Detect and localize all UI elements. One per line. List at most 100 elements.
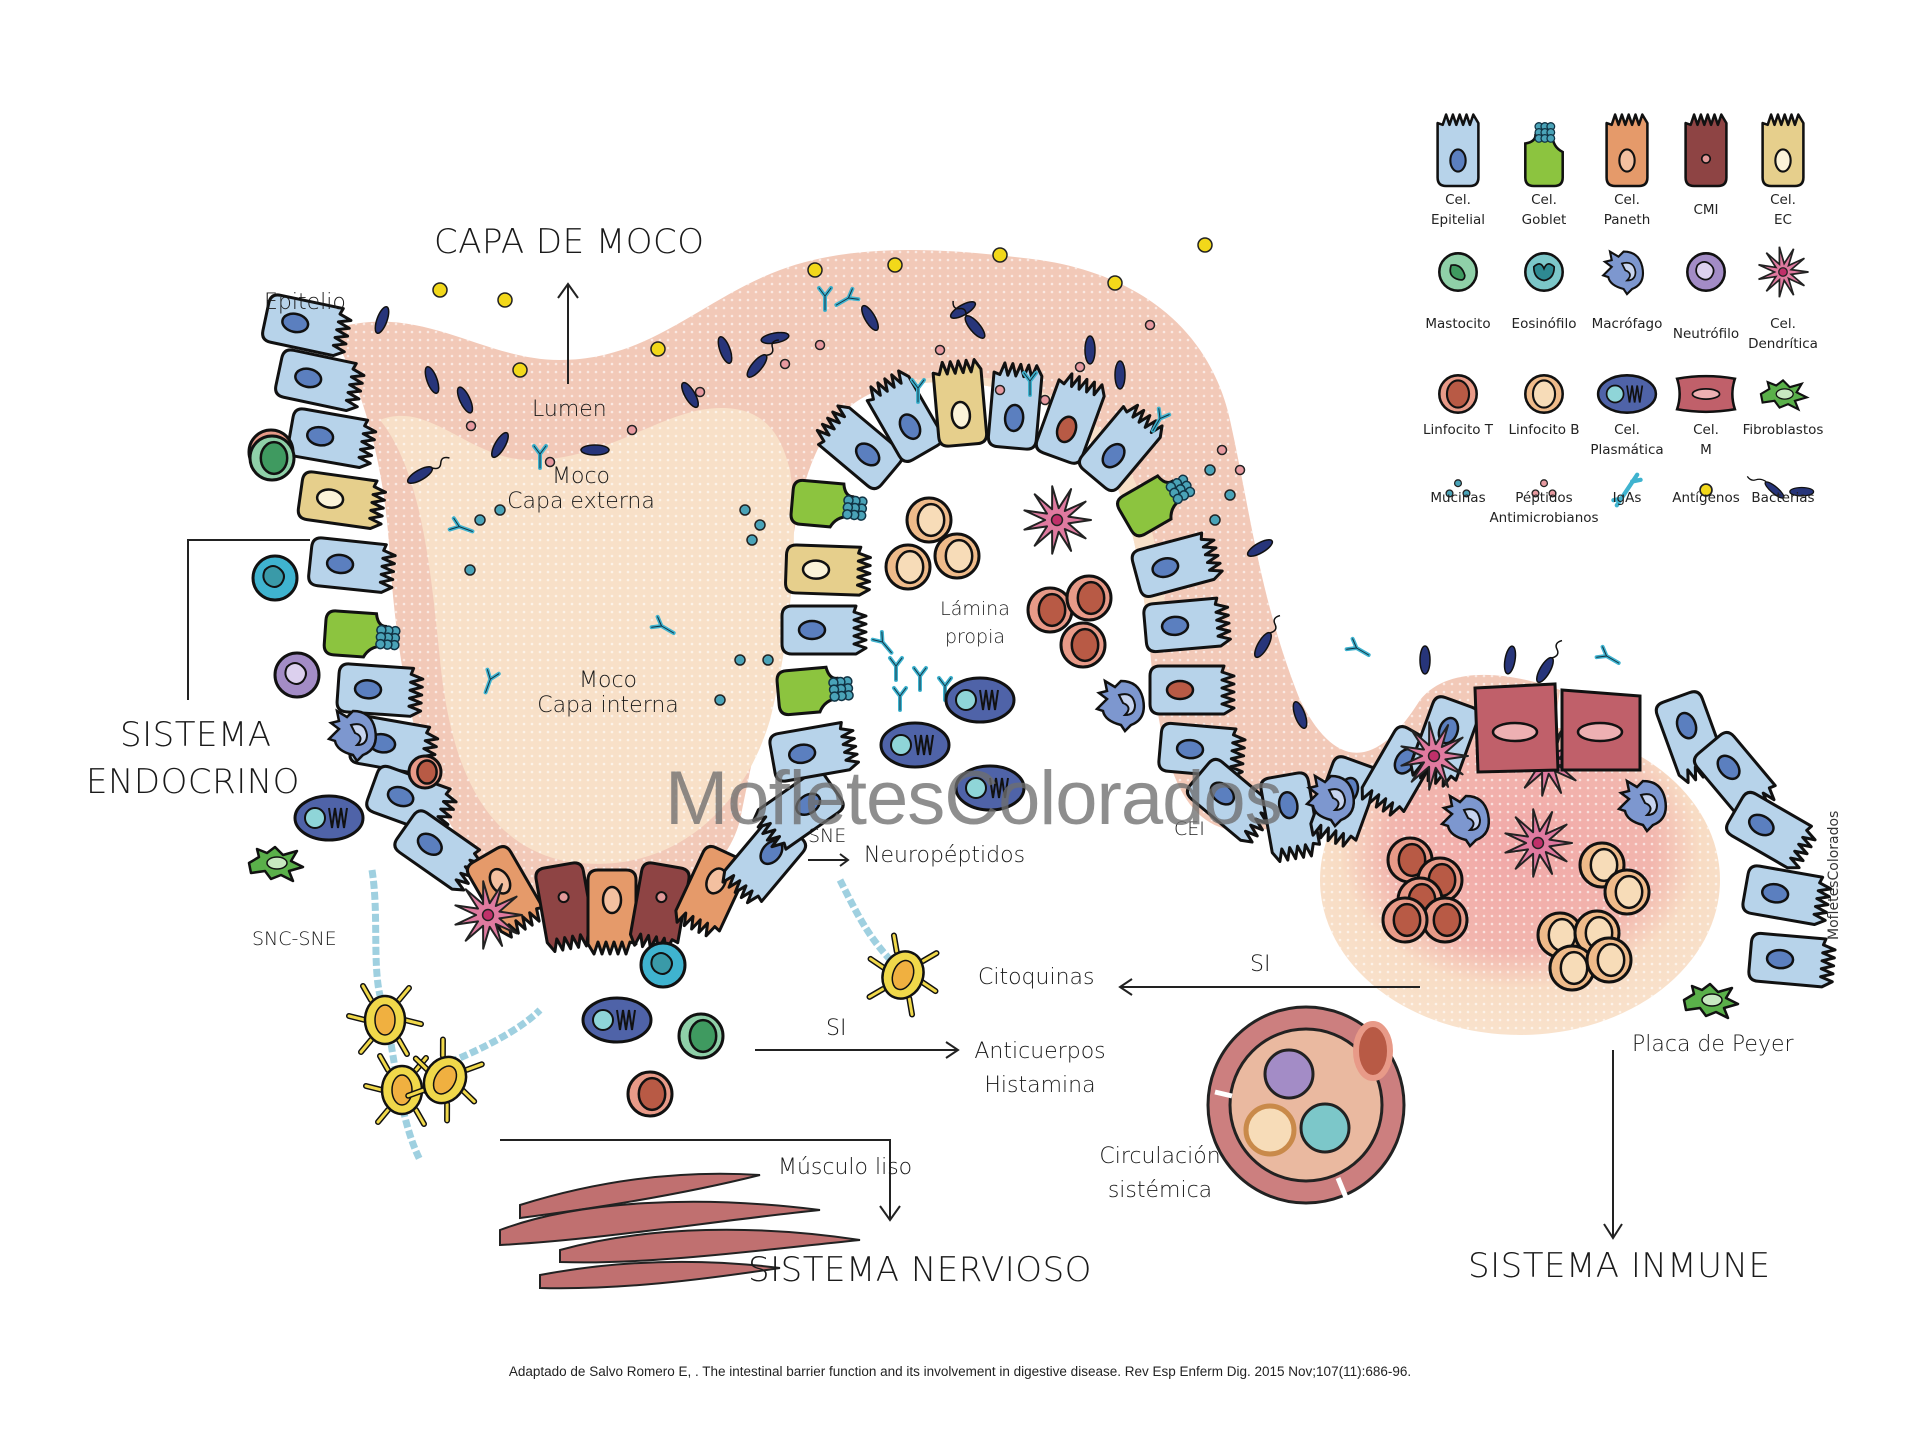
bacteria-flagellate	[1254, 614, 1281, 659]
epithelial-cell	[1077, 403, 1164, 493]
crypt-cell	[586, 868, 638, 956]
antimicrobial-peptide	[779, 358, 791, 370]
antimicrobial-peptide	[1234, 464, 1246, 476]
antigen	[1197, 237, 1213, 253]
legend-label: Linfocito T	[1403, 420, 1513, 440]
epithelial-cell	[931, 358, 989, 448]
t-lymphocyte	[1065, 574, 1113, 622]
label-epitelio: Epitelio	[264, 290, 346, 315]
legend-label-line: Plasmática	[1590, 442, 1664, 458]
legend-label-line: IgAs	[1612, 490, 1642, 506]
label-anticuerpos-histamina: Anticuerpos Histamina	[960, 1035, 1120, 1103]
mucin	[762, 654, 774, 666]
arrows	[187, 282, 1623, 1240]
legend-label-line: Linfocito T	[1422, 422, 1494, 438]
bacteria	[374, 305, 390, 335]
legend-label-line: Macrófago	[1591, 316, 1663, 332]
neutrophil	[273, 651, 321, 699]
legend-label: Eosinófilo	[1489, 314, 1599, 334]
plasma-cell	[293, 794, 365, 842]
legend-label-line: Cel.	[1531, 192, 1557, 208]
legend-label: Fibroblastos	[1728, 420, 1838, 440]
cmi-cell-icon	[1684, 113, 1728, 188]
lumen-particles	[374, 237, 1621, 730]
crypt-cell	[534, 861, 597, 953]
label-si-peyer: SI	[1250, 952, 1271, 977]
legend-label: CMI	[1651, 200, 1761, 220]
legend-label-line: Fibroblastos	[1742, 422, 1824, 438]
iga	[1151, 406, 1172, 433]
mucin	[746, 534, 758, 546]
iga	[888, 656, 904, 682]
title-capa-de-moco: CAPA DE MOCO	[434, 222, 705, 262]
epithelial-cell	[1130, 531, 1224, 598]
b-lymphocyte	[905, 496, 953, 544]
iga	[817, 286, 833, 312]
neutrophil-icon	[1686, 252, 1726, 292]
label-moco-externa: Moco Capa externa	[506, 464, 656, 514]
label-citoquinas: Citoquinas	[978, 965, 1095, 990]
epithelial-cell	[1142, 596, 1232, 654]
eosinophil	[639, 941, 687, 989]
legend-label-line: Cel.	[1445, 192, 1471, 208]
legend-label-line: Mucinas	[1430, 490, 1486, 506]
plasma-cell	[954, 764, 1026, 812]
label-circulacion-1: Circulación	[1099, 1144, 1221, 1169]
legend-label: Mastocito	[1403, 314, 1513, 334]
legend-label-line: Cel.	[1770, 316, 1796, 332]
epithelial-cell	[1148, 664, 1236, 716]
watermark: MofletesColorados	[665, 756, 1283, 841]
legend-label: Neutrófilo	[1651, 324, 1761, 344]
legend-label: IgAs	[1572, 488, 1682, 508]
dendritic-cell	[1400, 721, 1469, 791]
epithelial-cell	[775, 665, 854, 717]
mucin	[754, 519, 766, 531]
label-sistema-inmune: SISTEMA INMUNE	[1468, 1246, 1771, 1286]
b-lymphocyte	[1548, 944, 1596, 992]
legend-label-line: Péptidos	[1515, 490, 1573, 506]
bacteria	[681, 381, 699, 409]
antimicrobial-peptide	[626, 424, 638, 436]
antimicrobial-peptide	[544, 456, 556, 468]
bacteria-icon	[1746, 476, 1815, 499]
label-anticuerpos: Anticuerpos	[974, 1039, 1106, 1064]
label-snc-sne: SNC-SNE	[252, 928, 337, 950]
label-lamina-1: Lámina	[940, 598, 1010, 620]
antimicrobial-peptide	[1039, 394, 1051, 406]
legend-label-line: Eosinófilo	[1511, 316, 1577, 332]
bacteria	[1084, 335, 1096, 365]
iga	[532, 444, 548, 470]
iga	[1344, 636, 1371, 657]
label-moco-interna: Moco Capa interna	[528, 668, 688, 718]
macrophage	[1304, 773, 1355, 828]
bacteria	[580, 444, 610, 456]
label-moco-interna-2: Capa interna	[537, 693, 679, 718]
epithelial-cell	[1747, 931, 1837, 989]
mucin	[1224, 489, 1236, 501]
fibroblast	[1682, 982, 1740, 1020]
axon	[368, 869, 903, 1162]
t-lymphocyte-icon	[1438, 374, 1478, 414]
bacteria	[760, 331, 790, 345]
b-lymphocyte	[933, 532, 981, 580]
mucin	[1204, 464, 1216, 476]
label-lamina-2: propia	[944, 626, 1006, 648]
iga	[649, 614, 676, 635]
iga	[910, 378, 926, 404]
smooth-muscle	[499, 1172, 861, 1290]
epithelial-cell	[815, 404, 905, 491]
antigen-icon	[1699, 483, 1713, 497]
label-cei: CEI	[1174, 818, 1205, 840]
epithelial-cell	[784, 543, 872, 597]
mast-cell	[248, 434, 296, 482]
neuron	[866, 932, 940, 1018]
bacteria	[1114, 360, 1126, 390]
iga	[1022, 371, 1038, 397]
bacteria	[1503, 645, 1517, 675]
ec-cell-icon	[1761, 113, 1805, 188]
epithelial-cell	[1725, 790, 1817, 870]
neurons	[346, 869, 940, 1162]
t-lymphocyte	[407, 754, 443, 790]
antigen	[992, 247, 1008, 263]
